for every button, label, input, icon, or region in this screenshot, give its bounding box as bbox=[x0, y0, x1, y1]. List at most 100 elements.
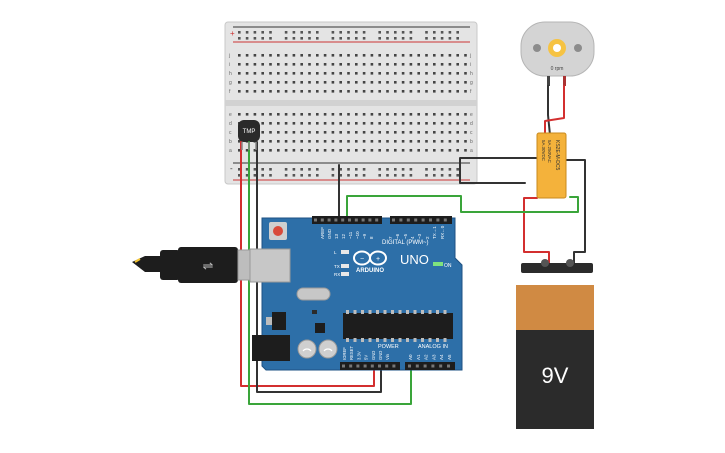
breadboard-hole[interactable] bbox=[433, 149, 436, 152]
breadboard-hole[interactable] bbox=[284, 81, 288, 84]
breadboard-hole[interactable] bbox=[300, 31, 303, 34]
breadboard-hole[interactable] bbox=[277, 90, 280, 93]
breadboard-hole[interactable] bbox=[355, 31, 358, 34]
breadboard-hole[interactable] bbox=[440, 174, 444, 177]
breadboard-hole[interactable] bbox=[456, 122, 459, 125]
breadboard-hole[interactable] bbox=[433, 54, 436, 57]
breadboard-hole[interactable] bbox=[378, 63, 381, 66]
breadboard-hole[interactable] bbox=[394, 54, 397, 57]
breadboard-hole[interactable] bbox=[401, 63, 405, 66]
breadboard-hole[interactable] bbox=[386, 122, 389, 125]
breadboard-hole[interactable] bbox=[409, 131, 413, 134]
breadboard-hole[interactable] bbox=[253, 168, 257, 171]
header-pin[interactable] bbox=[356, 364, 360, 368]
breadboard-hole[interactable] bbox=[316, 122, 319, 125]
breadboard-hole[interactable] bbox=[401, 131, 405, 134]
breadboard-hole[interactable] bbox=[331, 174, 335, 177]
breadboard-hole[interactable] bbox=[464, 90, 467, 93]
breadboard-hole[interactable] bbox=[456, 37, 459, 40]
breadboard-hole[interactable] bbox=[245, 54, 249, 57]
breadboard-hole[interactable] bbox=[347, 81, 350, 84]
breadboard-hole[interactable] bbox=[261, 149, 264, 152]
breadboard-hole[interactable] bbox=[347, 122, 350, 125]
breadboard-hole[interactable] bbox=[401, 122, 405, 125]
breadboard-hole[interactable] bbox=[433, 90, 436, 93]
breadboard-hole[interactable] bbox=[378, 81, 381, 84]
breadboard-hole[interactable] bbox=[284, 72, 288, 75]
breadboard-hole[interactable] bbox=[277, 113, 280, 116]
breadboard-hole[interactable] bbox=[261, 31, 264, 34]
breadboard-hole[interactable] bbox=[308, 174, 311, 177]
breadboard-hole[interactable] bbox=[308, 140, 311, 143]
breadboard-hole[interactable] bbox=[238, 31, 241, 34]
breadboard-hole[interactable] bbox=[253, 63, 257, 66]
breadboard-hole[interactable] bbox=[277, 72, 280, 75]
breadboard-hole[interactable] bbox=[425, 174, 428, 177]
breadboard-hole[interactable] bbox=[308, 131, 311, 134]
breadboard-hole[interactable] bbox=[378, 168, 381, 171]
breadboard-hole[interactable] bbox=[300, 72, 303, 75]
breadboard-hole[interactable] bbox=[339, 168, 342, 171]
breadboard-hole[interactable] bbox=[277, 131, 280, 134]
breadboard-hole[interactable] bbox=[355, 174, 358, 177]
breadboard-holes[interactable] bbox=[238, 31, 467, 177]
breadboard-hole[interactable] bbox=[355, 81, 358, 84]
breadboard-hole[interactable] bbox=[292, 113, 296, 116]
breadboard-hole[interactable] bbox=[386, 54, 389, 57]
breadboard-hole[interactable] bbox=[386, 31, 389, 34]
breadboard-hole[interactable] bbox=[409, 113, 413, 116]
breadboard-hole[interactable] bbox=[409, 168, 413, 171]
breadboard-hole[interactable] bbox=[300, 63, 303, 66]
breadboard-hole[interactable] bbox=[277, 122, 280, 125]
breadboard-hole[interactable] bbox=[464, 149, 467, 152]
breadboard-hole[interactable] bbox=[355, 113, 358, 116]
breadboard-hole[interactable] bbox=[433, 72, 436, 75]
breadboard-hole[interactable] bbox=[401, 140, 405, 143]
battery-9v[interactable]: 9V bbox=[516, 259, 594, 429]
breadboard-hole[interactable] bbox=[378, 131, 381, 134]
breadboard-hole[interactable] bbox=[355, 72, 358, 75]
breadboard-hole[interactable] bbox=[378, 54, 381, 57]
breadboard-hole[interactable] bbox=[433, 168, 436, 171]
breadboard-hole[interactable] bbox=[464, 72, 467, 75]
breadboard-hole[interactable] bbox=[316, 140, 319, 143]
header-pin[interactable] bbox=[429, 218, 432, 222]
breadboard-hole[interactable] bbox=[355, 168, 358, 171]
breadboard-hole[interactable] bbox=[331, 149, 335, 152]
breadboard-hole[interactable] bbox=[440, 113, 444, 116]
wire-red[interactable] bbox=[544, 85, 565, 136]
breadboard-hole[interactable] bbox=[417, 113, 420, 116]
breadboard-hole[interactable] bbox=[308, 72, 311, 75]
breadboard-hole[interactable] bbox=[386, 81, 389, 84]
breadboard-hole[interactable] bbox=[269, 168, 272, 171]
breadboard-hole[interactable] bbox=[440, 122, 444, 125]
breadboard-hole[interactable] bbox=[331, 37, 335, 40]
wire-black[interactable] bbox=[565, 159, 586, 269]
breadboard-hole[interactable] bbox=[370, 63, 374, 66]
breadboard-hole[interactable] bbox=[448, 149, 452, 152]
header-pin[interactable] bbox=[423, 364, 427, 368]
breadboard-hole[interactable] bbox=[316, 174, 319, 177]
breadboard-hole[interactable] bbox=[456, 63, 459, 66]
breadboard-hole[interactable] bbox=[308, 31, 311, 34]
breadboard-hole[interactable] bbox=[386, 174, 389, 177]
breadboard-hole[interactable] bbox=[292, 122, 296, 125]
dc-motor[interactable]: 0 rpm bbox=[520, 21, 595, 86]
breadboard-hole[interactable] bbox=[253, 81, 257, 84]
breadboard-hole[interactable] bbox=[308, 122, 311, 125]
breadboard-hole[interactable] bbox=[245, 31, 249, 34]
breadboard-hole[interactable] bbox=[339, 140, 342, 143]
breadboard-hole[interactable] bbox=[409, 37, 413, 40]
breadboard-hole[interactable] bbox=[347, 174, 350, 177]
breadboard-hole[interactable] bbox=[386, 149, 389, 152]
breadboard-hole[interactable] bbox=[238, 168, 241, 171]
breadboard-hole[interactable] bbox=[394, 131, 397, 134]
breadboard-hole[interactable] bbox=[409, 149, 413, 152]
breadboard-hole[interactable] bbox=[339, 63, 342, 66]
breadboard-hole[interactable] bbox=[386, 90, 389, 93]
breadboard-hole[interactable] bbox=[339, 122, 342, 125]
breadboard-hole[interactable] bbox=[409, 54, 413, 57]
breadboard-hole[interactable] bbox=[339, 31, 342, 34]
breadboard-hole[interactable] bbox=[269, 131, 272, 134]
